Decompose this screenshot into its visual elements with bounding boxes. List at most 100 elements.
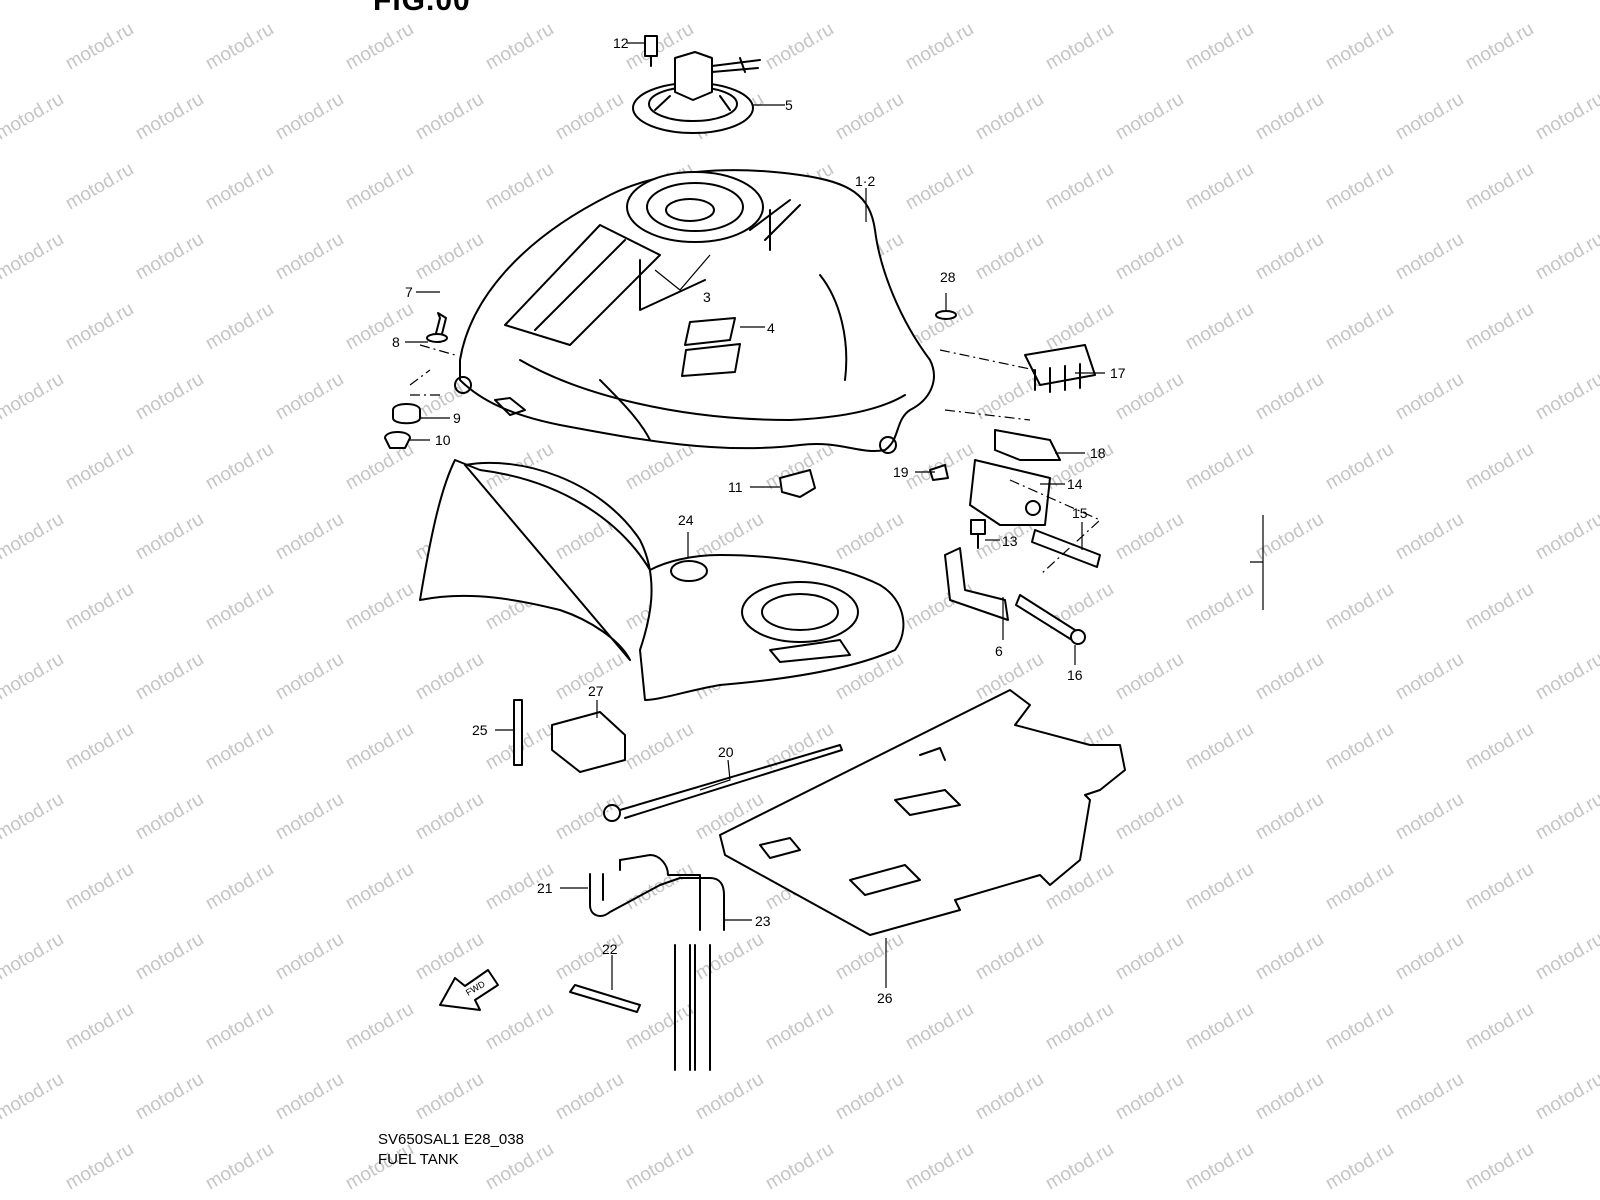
watermark-text: motod.ru <box>412 929 487 985</box>
watermark-text: motod.ru <box>832 929 907 985</box>
watermark-text: motod.ru <box>692 1069 767 1125</box>
watermark-text: motod.ru <box>1392 789 1467 845</box>
watermark-text: motod.ru <box>1112 0 1187 4</box>
watermark-text: motod.ru <box>1182 299 1257 355</box>
watermark-text: motod.ru <box>1392 369 1467 425</box>
watermark-text: motod.ru <box>1322 299 1397 355</box>
watermark-text: motod.ru <box>132 789 207 845</box>
watermark-text: motod.ru <box>1252 789 1327 845</box>
callout-8: 8 <box>392 334 400 350</box>
fuel-tank <box>454 169 935 454</box>
watermark-text: motod.ru <box>1462 19 1537 75</box>
watermark-text: motod.ru <box>412 789 487 845</box>
watermark-text: motod.ru <box>1392 0 1467 4</box>
watermark-text: motod.ru <box>1112 229 1187 285</box>
watermark-text: motod.ru <box>132 229 207 285</box>
watermark-text: motod.ru <box>272 0 347 4</box>
watermark-text: motod.ru <box>1322 719 1397 775</box>
watermark-text: motod.ru <box>1112 929 1187 985</box>
watermark-text: motod.ru <box>552 89 627 145</box>
watermark-text: motod.ru <box>202 159 277 215</box>
watermark-text: motod.ru <box>412 89 487 145</box>
watermark-text: motod.ru <box>1252 89 1327 145</box>
watermark-text: motod.ru <box>972 229 1047 285</box>
hinge-assembly <box>939 344 1102 645</box>
watermark-text: motod.ru <box>272 649 347 705</box>
watermark-text: motod.ru <box>832 89 907 145</box>
watermark-text: motod.ru <box>1532 929 1600 985</box>
watermark-text: motod.ru <box>272 929 347 985</box>
watermark-text: motod.ru <box>62 159 137 215</box>
watermark-text: motod.ru <box>62 859 137 915</box>
watermark-text: motod.ru <box>132 929 207 985</box>
callout-6: 12 <box>613 35 629 51</box>
watermark-text: motod.ru <box>0 229 67 285</box>
callout-15: 15 <box>1072 505 1088 521</box>
watermark-text: motod.ru <box>1392 649 1467 705</box>
watermark-text: motod.ru <box>342 299 417 355</box>
watermark-text: motod.ru <box>1392 229 1467 285</box>
watermark-text: motod.ru <box>202 719 277 775</box>
watermark-text: motod.ru <box>202 579 277 635</box>
watermark-text: motod.ru <box>762 1139 837 1195</box>
watermark-text: motod.ru <box>1532 89 1600 145</box>
watermark-text: motod.ru <box>62 439 137 495</box>
watermark-text: motod.ru <box>832 509 907 565</box>
callout-13: 13 <box>1002 533 1018 549</box>
tank-mount-tray <box>419 459 905 701</box>
watermark-text: motod.ru <box>762 719 837 775</box>
watermark-text: motod.ru <box>342 719 417 775</box>
watermark-text: motod.ru <box>622 1139 697 1195</box>
watermark-text: motod.ru <box>1252 929 1327 985</box>
watermark-text: motod.ru <box>1322 19 1397 75</box>
callout-19: 19 <box>893 464 909 480</box>
watermark-text: motod.ru <box>0 89 67 145</box>
watermark-text: motod.ru <box>1322 859 1397 915</box>
diagram-caption: FUEL TANK <box>378 1151 459 1168</box>
fuel-cap-assembly <box>632 35 761 134</box>
callout-4: 4 <box>767 320 775 336</box>
watermark-text: motod.ru <box>1182 999 1257 1055</box>
watermark-text: motod.ru <box>1462 859 1537 915</box>
watermark-text: motod.ru <box>832 1069 907 1125</box>
watermark-text: motod.ru <box>342 859 417 915</box>
watermark-text: motod.ru <box>342 19 417 75</box>
callout-7: 7 <box>405 284 413 300</box>
watermark-text: motod.ru <box>1322 439 1397 495</box>
watermark-text: motod.ru <box>0 509 67 565</box>
watermark-text: motod.ru <box>272 1069 347 1125</box>
watermark-text: motod.ru <box>0 1069 67 1125</box>
watermark-text: motod.ru <box>1392 929 1467 985</box>
callout-11: 11 <box>728 479 743 495</box>
watermark-text: motod.ru <box>622 439 697 495</box>
watermark-text: motod.ru <box>132 509 207 565</box>
watermark-text: motod.ru <box>0 369 67 425</box>
watermark-text: motod.ru <box>552 0 627 4</box>
watermark-text: motod.ru <box>1532 1069 1600 1125</box>
callout-27: 27 <box>588 683 604 699</box>
watermark-text: motod.ru <box>1182 719 1257 775</box>
watermark-text: motod.ru <box>1462 439 1537 495</box>
watermark-text: motod.ru <box>132 0 207 4</box>
watermark-text: motod.ru <box>1462 719 1537 775</box>
watermark-text: motod.ru <box>272 89 347 145</box>
callout-labels: 12 5 1·2 3 4 28 7 8 9 10 11 17 18 19 14 … <box>392 35 1126 1006</box>
watermark-text: motod.ru <box>552 1069 627 1125</box>
watermark-text: motod.ru <box>1322 159 1397 215</box>
watermark-text: motod.ru <box>1322 579 1397 635</box>
watermark-text: motod.ru <box>272 789 347 845</box>
watermark-text: motod.ru <box>0 649 67 705</box>
watermark-text: motod.ru <box>1112 89 1187 145</box>
watermark-text: motod.ru <box>902 999 977 1055</box>
watermark-text: motod.ru <box>412 649 487 705</box>
watermark-text: motod.ru <box>762 19 837 75</box>
watermark-text: motod.ru <box>482 159 557 215</box>
watermark-text: motod.ru <box>692 0 767 4</box>
watermark-text: motod.ru <box>202 1139 277 1195</box>
watermark-text: motod.ru <box>1182 159 1257 215</box>
model-code: SV650SAL1 E28_038 <box>378 1131 524 1148</box>
figure-title: FIG.00 <box>373 0 471 17</box>
callout-leaders <box>405 42 1105 990</box>
callout-12: 6 <box>995 643 1003 659</box>
